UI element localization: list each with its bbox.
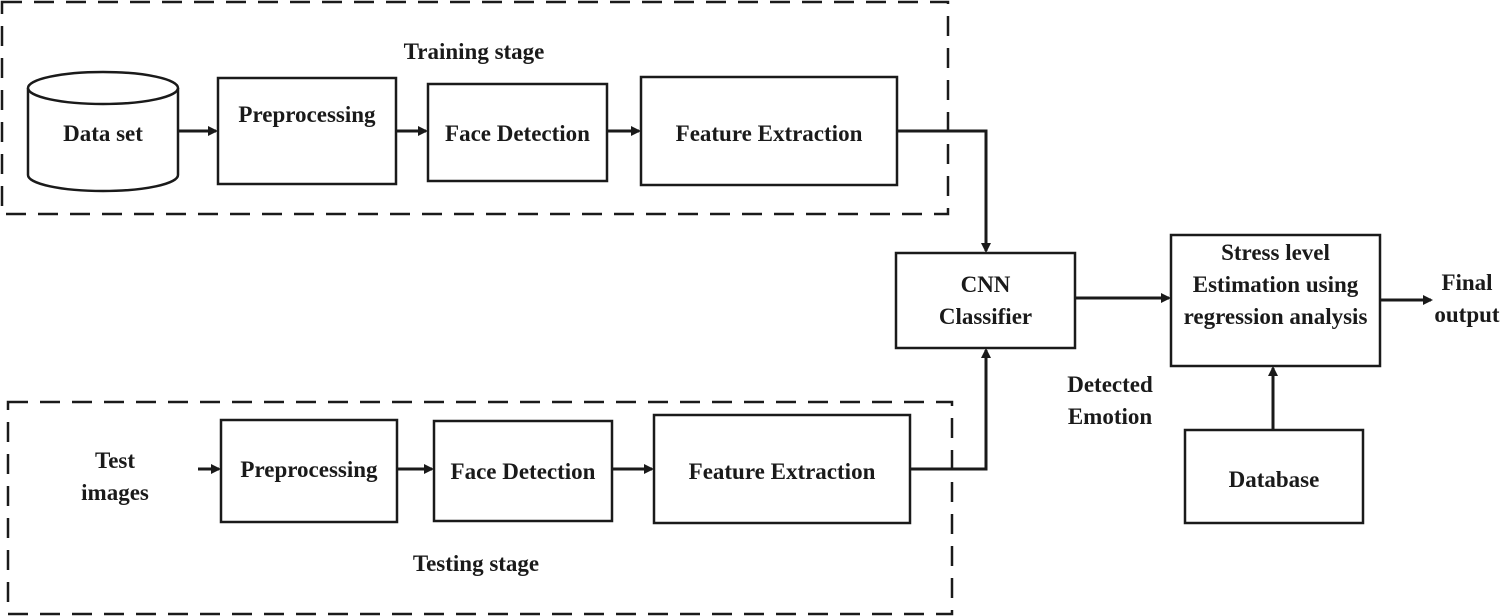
dataset-label: Data set xyxy=(63,121,143,146)
final-output-line1: Final xyxy=(1441,270,1493,295)
testing-preprocessing-label: Preprocessing xyxy=(240,457,378,482)
training-preprocessing-label: Preprocessing xyxy=(238,102,376,127)
stress-line1: Stress level xyxy=(1221,240,1330,265)
testing-face-detection-box xyxy=(432,419,614,523)
stress-line2: Estimation using xyxy=(1192,272,1359,297)
test-images-line1: Test xyxy=(94,448,136,473)
testing-feature-extraction-label: Feature Extraction xyxy=(688,459,876,484)
cnn-classifier-box xyxy=(894,251,1077,350)
dataset-cylinder xyxy=(26,70,180,193)
detected-emotion-line2: Emotion xyxy=(1067,404,1153,429)
detected-emotion-label: Detected Emotion xyxy=(1058,368,1162,434)
cnn-classifier-label: CNN Classifier xyxy=(896,268,1075,334)
testing-feature-extraction-box xyxy=(652,413,912,525)
testing-face-detection-label: Face Detection xyxy=(450,459,596,484)
detected-emotion-line1: Detected xyxy=(1067,372,1153,397)
training-preprocessing-box xyxy=(216,76,398,186)
training-feature-extraction-label: Feature Extraction xyxy=(675,121,863,146)
cnn-classifier-line1: CNN xyxy=(960,272,1011,297)
training-stage-title: Training stage xyxy=(403,39,545,64)
testing-preprocessing-box xyxy=(219,418,399,524)
final-output-label: Final output xyxy=(1434,266,1500,332)
stress-estimation-label: Stress level Estimation using regression… xyxy=(1171,236,1380,334)
training-stage-container xyxy=(0,0,950,216)
database-label: Database xyxy=(1228,467,1320,492)
database-box xyxy=(1183,428,1365,525)
cnn-classifier-line2: Classifier xyxy=(938,304,1033,329)
test-images-line2: images xyxy=(81,480,149,505)
arrow-testing-features-to-classifier xyxy=(910,348,991,471)
training-face-detection-label: Face Detection xyxy=(445,121,590,146)
stress-line3: regression analysis xyxy=(1183,304,1368,329)
stress-estimation-box xyxy=(1169,233,1382,368)
final-output-line2: output xyxy=(1434,302,1500,327)
arrow-training-features-to-classifier xyxy=(897,129,991,253)
testing-stage-title: Testing stage xyxy=(412,551,540,576)
test-images-label: Test images xyxy=(60,444,170,510)
